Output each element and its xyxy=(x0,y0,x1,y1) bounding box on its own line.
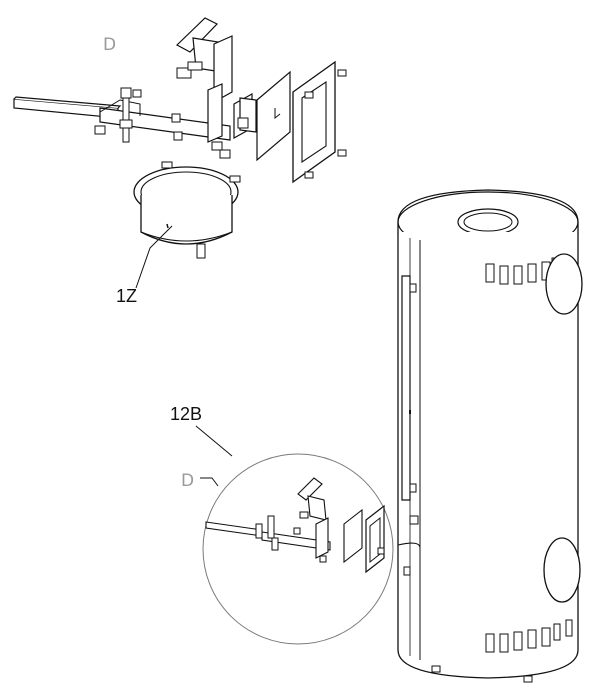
handle-bar xyxy=(13,96,231,141)
upper-bracket xyxy=(175,17,233,143)
top-exploded-assembly xyxy=(13,17,347,289)
detail-label-callout: D xyxy=(181,471,194,491)
flue-outlet-ring xyxy=(133,161,241,259)
lower-side-opening xyxy=(543,537,581,603)
gasket-plate xyxy=(256,70,291,162)
detail-circle-12b xyxy=(195,425,394,645)
part-label-1z: 1Z xyxy=(116,286,137,306)
detail-label-top: D xyxy=(103,35,116,55)
lower-vents xyxy=(485,619,573,653)
upper-side-opening xyxy=(545,253,583,315)
detail-mini-assembly xyxy=(205,477,385,574)
mounting-plate xyxy=(292,60,347,184)
middle-clip-plate xyxy=(233,92,257,140)
part-label-12b: 12B xyxy=(170,404,202,424)
stove-body xyxy=(397,189,583,683)
bar-fasteners xyxy=(94,87,231,159)
door-handle-rod xyxy=(401,275,411,501)
leader-1z xyxy=(135,225,173,289)
